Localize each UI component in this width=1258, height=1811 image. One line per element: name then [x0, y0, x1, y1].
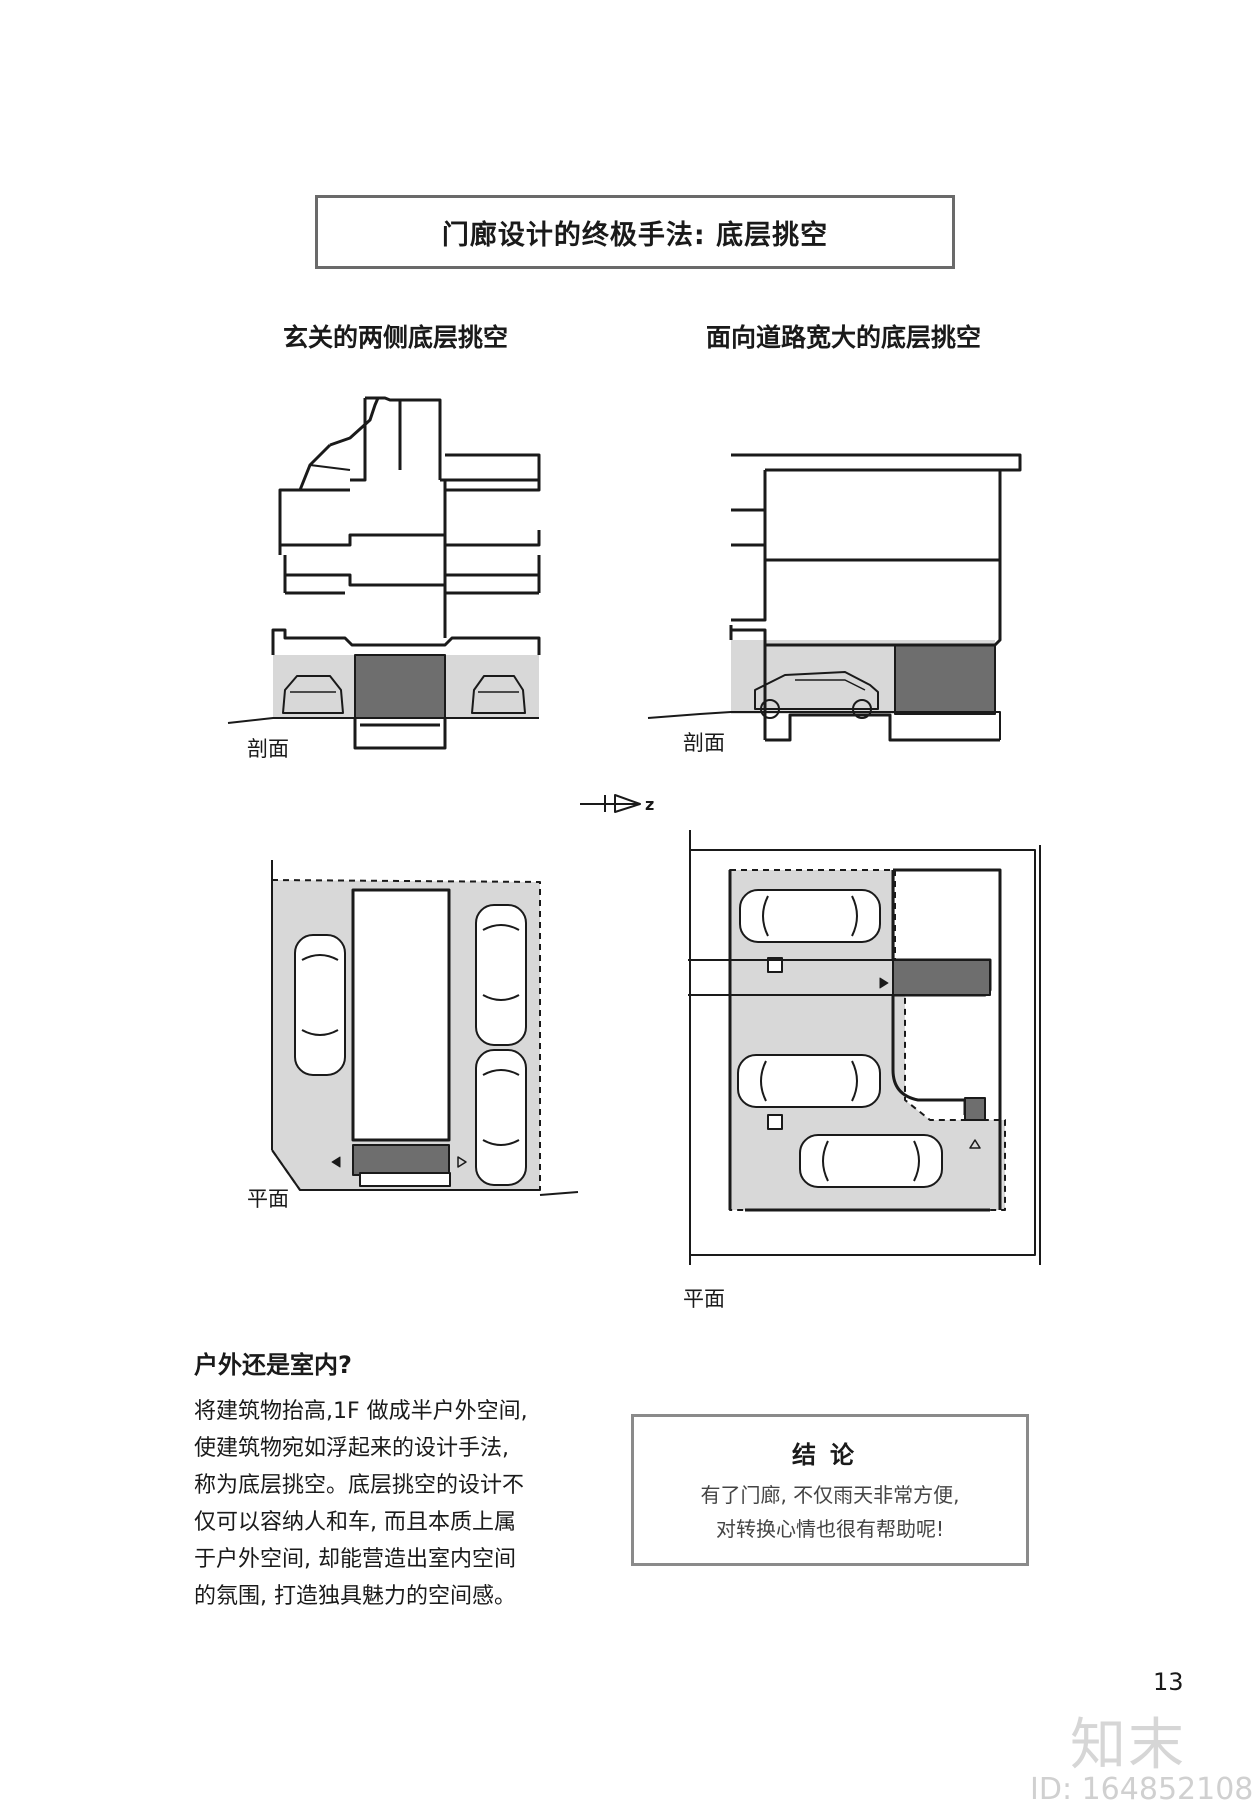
- conclusion-line: 有了门廊, 不仅雨天非常方便,: [700, 1483, 960, 1507]
- conclusion-line: 对转换心情也很有帮助呢!: [715, 1517, 945, 1541]
- question-heading: 户外还是室内?: [194, 1351, 352, 1379]
- left-plan-drawing: [271, 860, 579, 1196]
- left-section-label: 剖面: [247, 737, 289, 761]
- page-number: 13: [1153, 1668, 1184, 1696]
- left-section-drawing: [227, 396, 541, 750]
- body-line: 将建筑物抬高,1F 做成半户外空间,: [194, 1399, 528, 1424]
- page-title: 门廊设计的终极手法: 底层挑空: [315, 195, 955, 269]
- question-body: 将建筑物抬高,1F 做成半户外空间, 使建筑物宛如浮起来的设计手法, 称为底层挑…: [194, 1393, 594, 1615]
- body-line: 称为底层挑空。底层挑空的设计不: [194, 1473, 525, 1498]
- conclusion-box: 结论 有了门廊, 不仅雨天非常方便, 对转换心情也很有帮助呢!: [631, 1414, 1029, 1566]
- right-plan-drawing: [688, 830, 1041, 1265]
- conclusion-title: 结论: [792, 1441, 868, 1469]
- left-plan-label: 平面: [247, 1187, 289, 1211]
- conclusion-text: 有了门廊, 不仅雨天非常方便, 对转换心情也很有帮助呢!: [634, 1478, 1026, 1546]
- body-line: 使建筑物宛如浮起来的设计手法,: [194, 1436, 509, 1461]
- body-line: 的氛围, 打造独具魅力的空间感。: [194, 1584, 516, 1609]
- north-mark: z: [645, 795, 654, 814]
- body-line: 于户外空间, 却能营造出室内空间: [194, 1547, 516, 1572]
- left-heading: 玄关的两侧底层挑空: [283, 323, 509, 352]
- right-section-label: 剖面: [683, 731, 725, 755]
- north-arrow: [580, 794, 641, 813]
- watermark-logo: 知末: [1070, 1713, 1186, 1778]
- watermark-id: ID: 164852108: [1030, 1772, 1254, 1807]
- right-plan-label: 平面: [683, 1287, 725, 1311]
- body-line: 仅可以容纳人和车, 而且本质上属: [194, 1510, 516, 1535]
- right-section-drawing: [647, 453, 1022, 742]
- right-heading: 面向道路宽大的底层挑空: [706, 323, 982, 352]
